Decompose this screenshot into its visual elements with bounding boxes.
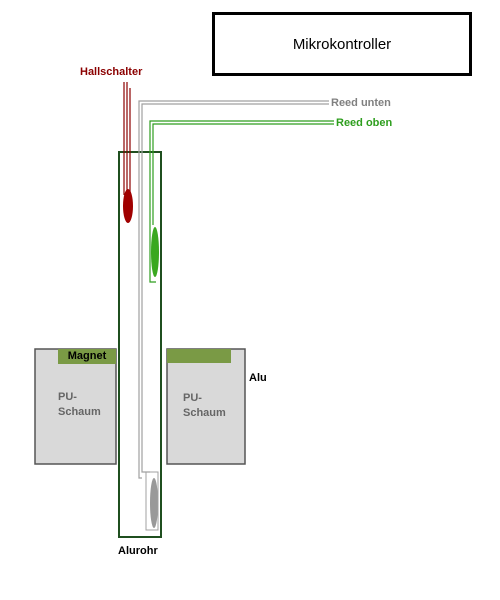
foam-right-line1: PU-	[183, 392, 202, 404]
microcontroller-box: Mikrokontroller	[212, 12, 472, 76]
foam-left-label: PU- Schaum	[58, 390, 101, 420]
foam-right-label: PU- Schaum	[183, 391, 226, 421]
reed-upper-label: Reed oben	[336, 117, 393, 129]
foam-left-line2: Schaum	[58, 406, 101, 418]
reed-lower-sensor	[150, 478, 158, 528]
alu-tube-label: Alurohr	[118, 545, 158, 557]
reed-lower-housing	[145, 471, 159, 531]
foam-right-line2: Schaum	[183, 407, 226, 419]
magnet-right	[167, 349, 231, 363]
magnet-label: Magnet	[58, 349, 116, 364]
hall-sensor	[123, 189, 133, 223]
hall-wires	[123, 82, 131, 195]
foam-left-line1: PU-	[58, 391, 77, 403]
foam-block-right	[166, 348, 246, 465]
reed-lower-label: Reed unten	[331, 97, 391, 109]
hall-switch-label: Hallschalter	[80, 66, 143, 78]
alu-label: Alu	[249, 372, 267, 384]
foam-block-left	[34, 348, 117, 465]
reed-upper-wires	[149, 120, 334, 283]
microcontroller-label: Mikrokontroller	[292, 35, 392, 53]
reed-upper-sensor	[151, 227, 159, 277]
